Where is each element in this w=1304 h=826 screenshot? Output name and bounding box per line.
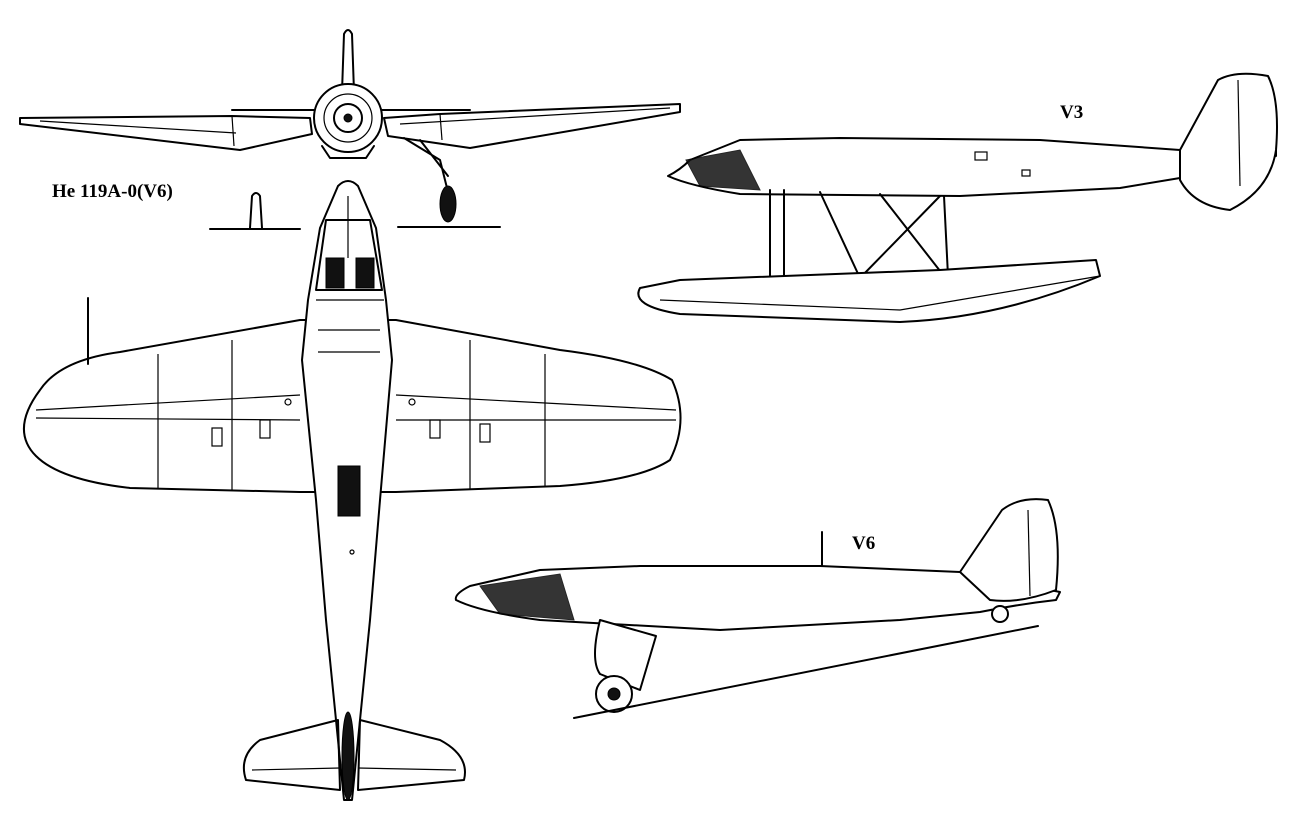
seaplane-side-view (637, 72, 1278, 323)
front-view (19, 29, 681, 230)
plan-view (22, 180, 682, 801)
landplane-view-label: V6 (852, 533, 876, 554)
seaplane-view-label: V3 (1060, 102, 1084, 123)
landplane-side-view (454, 498, 1061, 719)
main-view-label: He 119A-0(V6) (52, 181, 173, 202)
